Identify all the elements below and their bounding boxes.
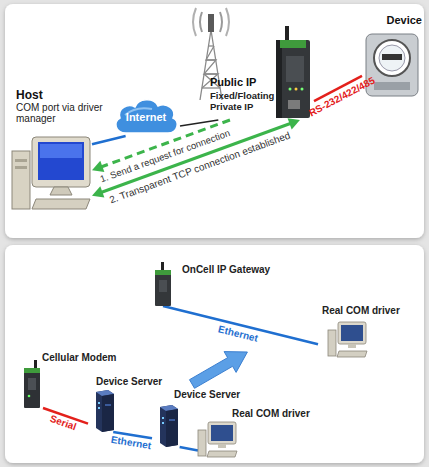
- signal-wave: [200, 12, 202, 32]
- transition-arrow: [190, 352, 248, 389]
- computer-icon-part: [337, 351, 367, 357]
- node-heading: Host: [16, 88, 116, 102]
- gateway-device-part: [285, 26, 289, 42]
- device-node: OnCell IP Gateway: [150, 258, 280, 306]
- node-label: OnCell IP Gateway: [182, 264, 282, 275]
- server-device-part: [162, 417, 164, 419]
- panel-frames: [5, 4, 424, 463]
- device-node: Internet: [112, 96, 180, 136]
- computer-icon-part: [38, 142, 84, 180]
- gateway-device: [150, 262, 176, 306]
- server-device-part: [98, 407, 100, 409]
- arrow-head: [92, 186, 104, 197]
- meter-device-part: [382, 54, 402, 60]
- computer-icon-part: [207, 451, 237, 457]
- node-text: COM port via driver manager: [16, 102, 116, 124]
- connector-line: [180, 447, 198, 451]
- server-device-part: [105, 404, 111, 406]
- node-heading: Public IP: [210, 76, 272, 88]
- computer-icon-part: [198, 430, 206, 456]
- computer-icon-part: [208, 422, 236, 444]
- node-label: Real COM driver: [232, 408, 312, 419]
- meter-device-part: [379, 45, 405, 71]
- tower-legs: [200, 30, 222, 100]
- server-device: [152, 403, 182, 447]
- computer-icon-part: [328, 330, 336, 356]
- server-device-part: [96, 390, 114, 432]
- computer-icon-part: [338, 322, 366, 344]
- computer-icon-part: [32, 137, 90, 187]
- device-node: HostCOM port via driver manager: [10, 88, 92, 213]
- computer-icon-part: [15, 166, 27, 169]
- gateway-device-part: [155, 270, 171, 275]
- gateway-device-part: [276, 40, 282, 118]
- server-device-part: [166, 409, 178, 447]
- computer-icon-part: [50, 187, 72, 195]
- gateway-device-part: [288, 100, 300, 109]
- gateway-device-part: [301, 88, 304, 91]
- modem-device-part: [24, 368, 40, 373]
- modem-device-part: [28, 378, 36, 390]
- signal-wave: [220, 12, 222, 32]
- computer-icon-part: [40, 144, 82, 158]
- node-label: Cellular Modem: [42, 352, 122, 363]
- node-label: Real COM driver: [322, 305, 407, 316]
- top-panel: [5, 4, 424, 238]
- gateway-device-part: [159, 280, 167, 292]
- modem-device-part: [28, 395, 31, 398]
- meter-device-part: [366, 34, 418, 96]
- node-text: Fixed/Floating Private IP: [210, 90, 270, 112]
- gateway-device-part: [276, 40, 310, 118]
- device-node: Real COM driver: [318, 303, 403, 358]
- tower-antenna: [208, 14, 214, 32]
- device-node: Public IP Fixed/Floating Private IP: [210, 26, 314, 120]
- server-device-part: [98, 402, 100, 404]
- server-device-part: [162, 422, 164, 424]
- modem-device-part: [24, 368, 40, 408]
- computer-icon-part: [12, 151, 30, 209]
- computer-icon: [10, 133, 92, 213]
- signal-wave: [226, 8, 229, 36]
- gateway-device-part: [295, 88, 298, 91]
- node-label: Internet: [112, 111, 180, 123]
- arrow-head: [288, 118, 300, 129]
- computer-icon-part: [341, 325, 363, 341]
- gateway-device-part: [155, 270, 171, 306]
- gateway-device: [268, 26, 314, 120]
- connector-line: [163, 306, 318, 344]
- bottom-panel: [5, 245, 424, 463]
- computer-icon: [328, 320, 368, 358]
- computer-icon-part: [211, 425, 233, 441]
- computer-icon-part: [32, 199, 90, 209]
- device-node: Device Server: [88, 376, 160, 432]
- gateway-device-part: [280, 40, 306, 48]
- gateway-device-part: [286, 56, 304, 82]
- device-node: Real COM driver: [198, 408, 306, 458]
- connector-line: [92, 136, 126, 144]
- server-device-part: [160, 405, 178, 447]
- signal-wave: [193, 8, 196, 36]
- arrow-head: [92, 161, 104, 172]
- node-label: Device: [362, 14, 422, 26]
- node-label: Device Server: [96, 376, 166, 387]
- meter-device-part: [374, 40, 410, 76]
- computer-icon-part: [15, 159, 27, 162]
- server-device-part: [102, 394, 114, 432]
- meter-device-part: [374, 82, 410, 90]
- gateway-device-part: [289, 88, 292, 91]
- computer-icon: [198, 420, 238, 458]
- modem-device: [20, 360, 44, 408]
- computer-icon-part: [218, 444, 226, 448]
- node-label: Device Server: [174, 389, 244, 400]
- computer-icon-part: [348, 344, 356, 348]
- meter-device: [362, 30, 422, 100]
- server-device-part: [169, 419, 175, 421]
- server-device: [88, 388, 118, 432]
